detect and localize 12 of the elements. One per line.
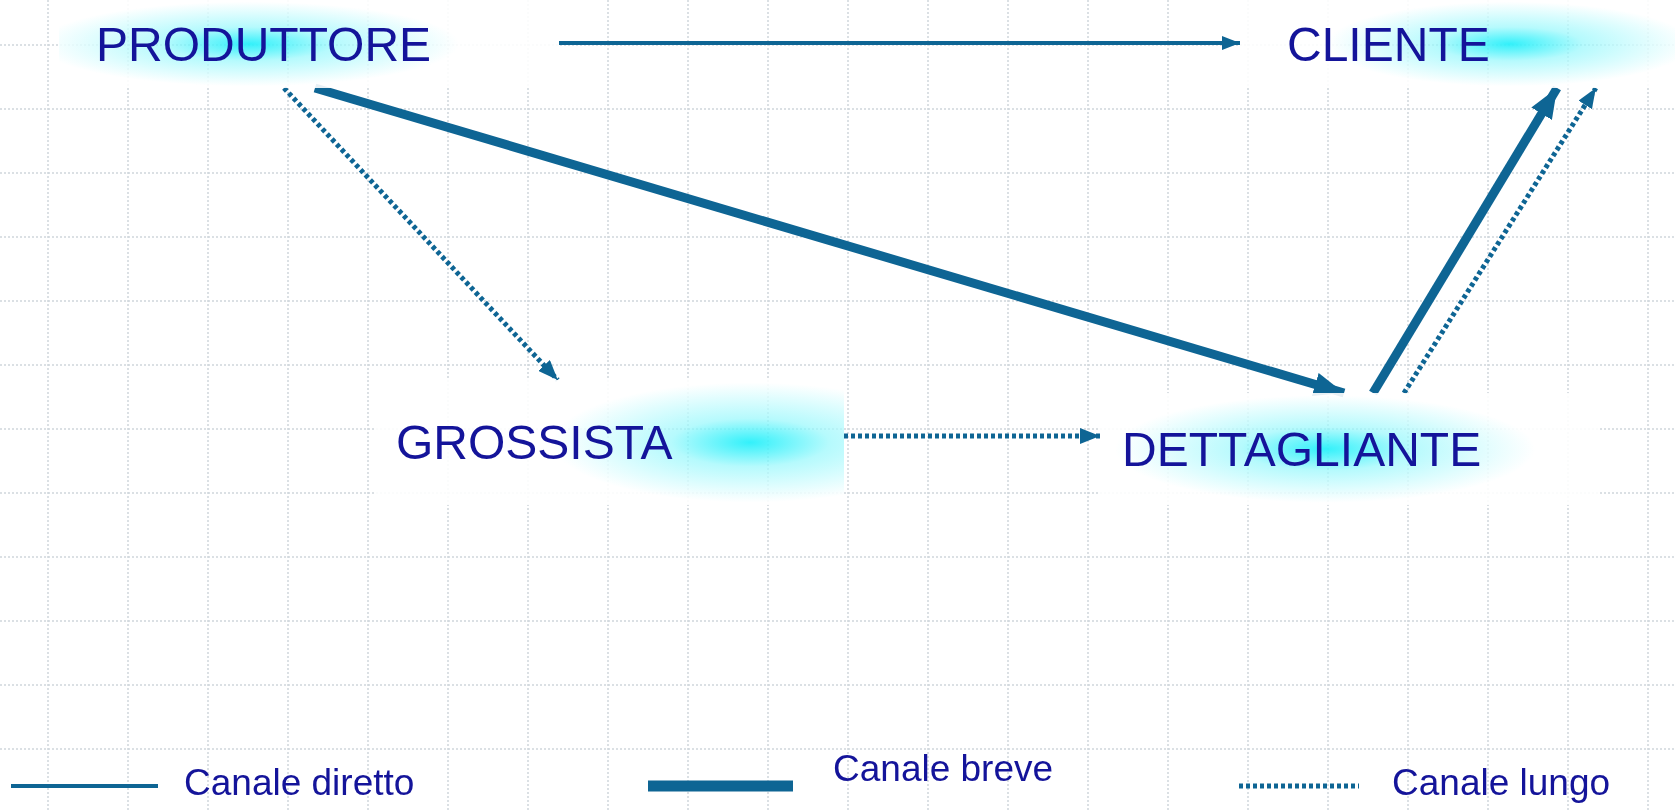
legend-label: Canale breve bbox=[833, 748, 1054, 790]
arrow bbox=[1369, 85, 1561, 396]
node-label: PRODUTTORE bbox=[96, 16, 432, 72]
node-label: DETTAGLIANTE bbox=[1122, 421, 1482, 477]
arrow bbox=[1401, 86, 1598, 395]
legend-label: Canale diretto bbox=[184, 762, 415, 804]
arrow bbox=[559, 36, 1240, 51]
node-label: CLIENTE bbox=[1287, 16, 1490, 72]
legend-label: Canale lungo bbox=[1392, 762, 1611, 804]
node-label: GROSSISTA bbox=[396, 415, 673, 470]
arrow bbox=[282, 86, 560, 382]
arrow bbox=[844, 428, 1100, 444]
